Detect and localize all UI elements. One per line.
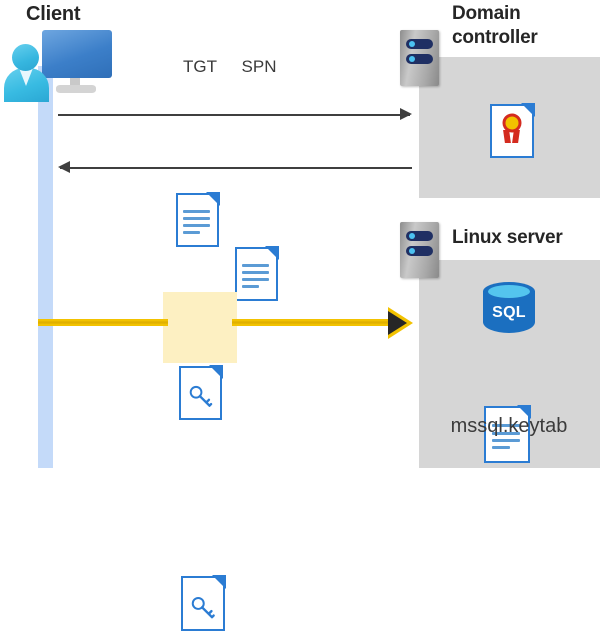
monitor-base-icon (56, 85, 96, 93)
monitor-neck-icon (70, 78, 80, 88)
keytab-document-icon (484, 405, 531, 463)
spn-document-icon (235, 246, 279, 301)
response-arrowhead-icon (58, 161, 70, 173)
spn-label: SPN (241, 57, 277, 76)
key-glyph-icon (191, 596, 215, 618)
client-lifeline (38, 66, 53, 468)
monitor-screen-icon (42, 30, 112, 78)
service-ticket-highlight (163, 292, 237, 363)
key-glyph-icon (189, 386, 212, 408)
sql-database-label: SQL (492, 304, 526, 321)
person-head-icon (12, 44, 39, 71)
diagram-canvas: Client Domain controller Linux server SQ… (4, 3, 600, 631)
certificate-document-icon (490, 103, 535, 158)
tgt-label: TGT (183, 57, 217, 76)
service-ticket-arrow-line (232, 319, 394, 326)
domain-controller-server-icon (400, 30, 439, 86)
keytab-filename-label: mssql.keytab (450, 415, 568, 437)
service-ticket-arrow-line (38, 319, 168, 326)
service-ticket-document-icon (181, 575, 226, 631)
request-arrowhead-icon (400, 108, 412, 120)
key-document-icon (179, 365, 223, 420)
person-collar-icon (19, 68, 33, 86)
server-bay-icon (406, 39, 433, 49)
server-bay-icon (406, 246, 433, 256)
domain-controller-label: Domain controller (452, 3, 538, 48)
linux-server-label: Linux server (452, 227, 563, 248)
service-ticket-arrowhead-icon (388, 311, 407, 335)
request-arrow-line (58, 114, 410, 116)
client-label: Client (26, 3, 81, 25)
response-arrow-line (60, 167, 412, 169)
linux-server-icon (400, 222, 439, 278)
server-bay-icon (406, 231, 433, 241)
server-bay-icon (406, 54, 433, 64)
sql-database-icon: SQL (483, 282, 535, 342)
tgt-document-icon (176, 192, 220, 247)
